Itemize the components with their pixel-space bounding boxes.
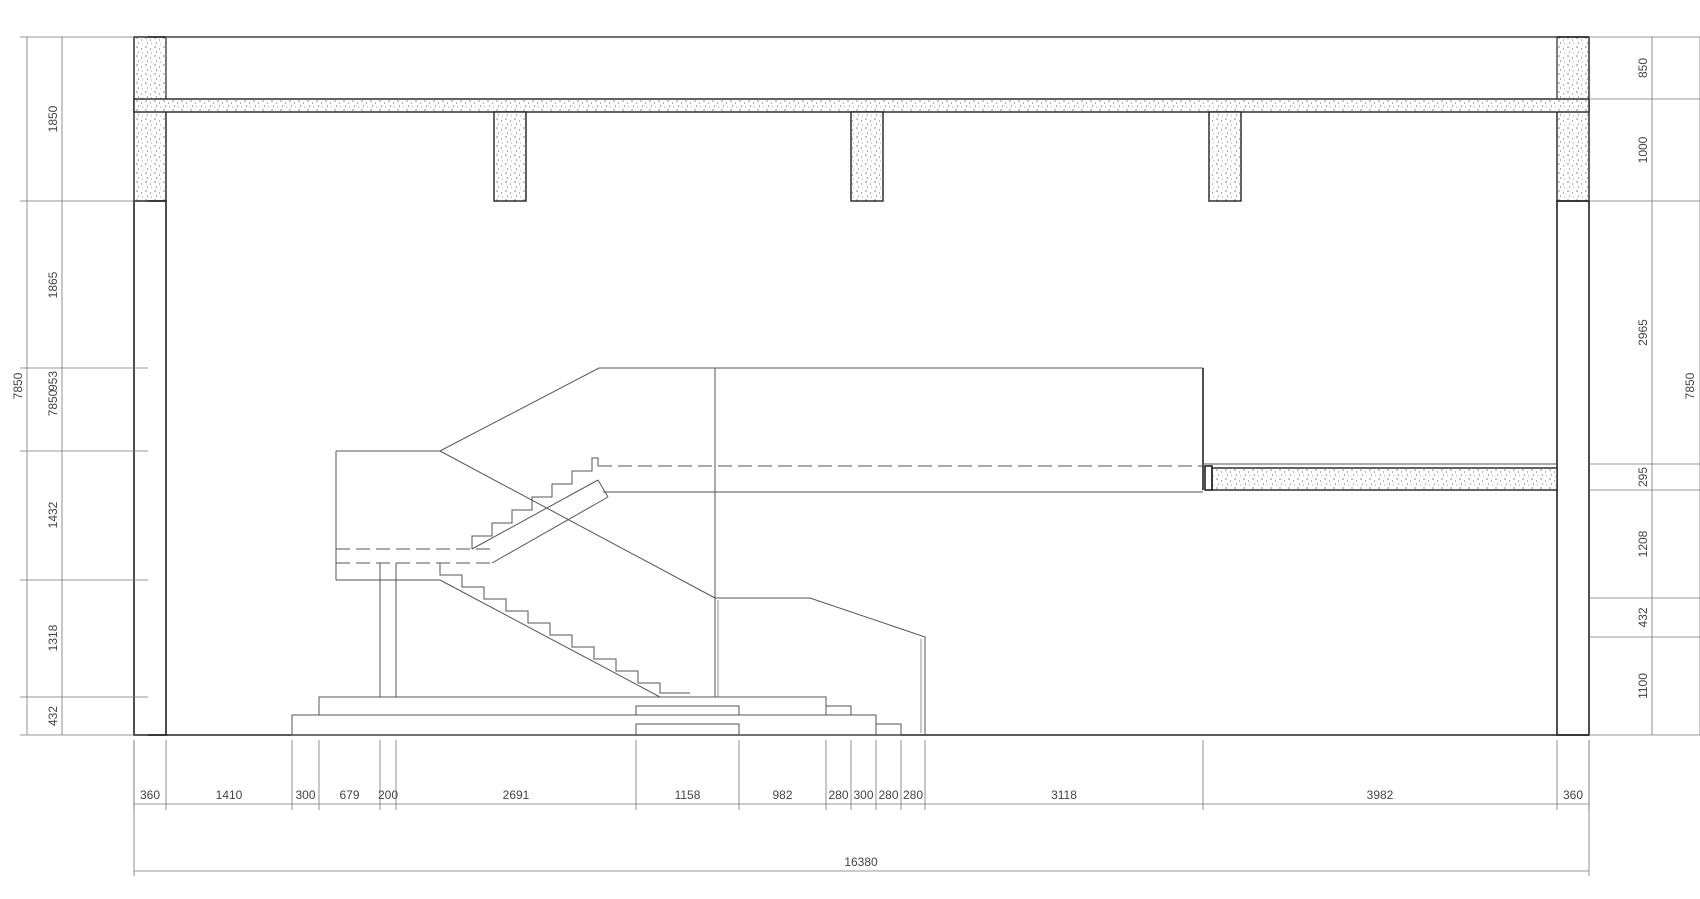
upper-diagonal [439,450,716,599]
roof-void [165,36,1558,100]
platform-upper [318,696,827,716]
beam-2 [850,111,884,202]
stair-assembly [291,367,1203,736]
bottom-dimension-label: 280 [828,788,848,802]
beam-1 [493,111,527,202]
left-dimension-label: 1865 [46,271,60,298]
right-total-label: 7850 [1683,372,1697,399]
platform-lower [291,714,877,736]
right-dimension-label: 1208 [1636,530,1650,557]
upper-flight-soffit-b [491,496,609,564]
right-upper-wall [1556,36,1590,202]
right-dimension-label: 1000 [1636,136,1650,163]
upper-flight-soffit-a [471,479,599,550]
bottom-dimension-label: 3982 [1367,788,1394,802]
platform-step-right-a [825,705,852,716]
overall-width-label: 16380 [844,855,878,869]
platform-inset-b [635,723,740,736]
right-dimension-label: 432 [1636,607,1650,627]
bottom-dimension-label: 300 [853,788,873,802]
platform-step-right-b [875,723,902,736]
bottom-dimension-label: 679 [339,788,359,802]
upper-flight-steps [471,457,599,549]
left-total-dimension: 7850 [11,37,28,735]
right-dimension-label: 850 [1636,58,1650,78]
mezzanine-edge-post [1204,465,1213,491]
platform-inset-a [635,705,740,716]
left-wall [133,200,167,736]
bottom-dimension-label: 360 [140,788,160,802]
bottom-dimension-chain: 360 1410 300 679 200 2691 1158 982 280 300 280 280 3… [133,740,1590,810]
left-dimension-label: 1318 [46,624,60,651]
left-dimension-label: 1432 [46,501,60,528]
beam-3 [1208,111,1242,202]
left-upper-wall [133,36,167,202]
lower-flight-steps [439,563,690,694]
bottom-dimension-label: 3118 [1051,788,1077,802]
left-dimension-label: 432 [46,706,60,726]
bottom-dimension-label: 1158 [675,788,701,802]
bottom-dimension-label: 280 [903,788,923,802]
bottom-dimension-label: 280 [878,788,898,802]
upper-flight-end [597,479,609,498]
left-dimension-label: 1850 [46,105,60,132]
roof-slab [133,98,1590,113]
left-total-label: 7850 [11,372,25,399]
bottom-dimension-label: 1410 [216,788,243,802]
left-dimension-label: 7850 [46,389,60,416]
right-dimension-label: 295 [1636,467,1650,487]
bottom-dimension-label: 300 [295,788,315,802]
right-wall [1556,200,1590,736]
bottom-dimension-label: 982 [772,788,792,802]
upper-guard-outline [336,367,1203,452]
structure [133,36,1590,736]
right-total-dimension: 7850 [1683,37,1700,735]
right-dimension-chain: 850 1000 2965 295 1208 432 1100 [1589,36,1700,736]
bottom-dimension-label: 360 [1563,788,1583,802]
lower-guard [714,597,926,735]
right-dimension-label: 1100 [1636,673,1650,699]
mezzanine-slab [1211,467,1558,491]
bottom-dimension-label: 200 [378,788,398,802]
right-dimension-label: 2965 [1636,319,1650,346]
bottom-dimension-label: 2691 [503,788,530,802]
overall-dimension: 16380 [133,740,1590,876]
left-dimension-label: 953 [46,371,60,391]
lower-flight-soffit [439,579,661,698]
